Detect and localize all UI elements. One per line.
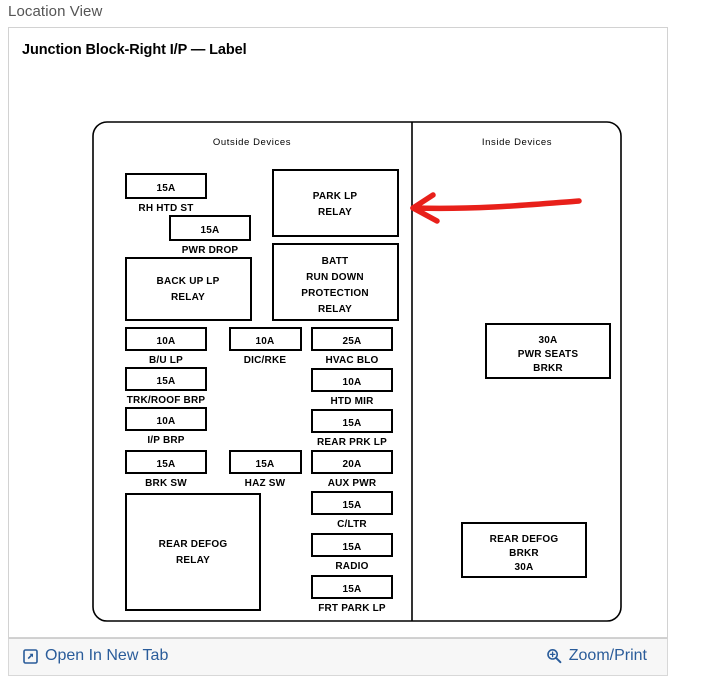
svg-text:10A: 10A	[256, 336, 275, 347]
svg-text:BRK SW: BRK SW	[145, 478, 187, 489]
svg-text:RADIO: RADIO	[335, 561, 368, 572]
svg-text:15A: 15A	[343, 500, 362, 511]
fuse-frt-park-lp: 15A FRT PARK LP	[311, 575, 393, 614]
svg-text:C/LTR: C/LTR	[337, 519, 367, 530]
fuse-htd-mir: 10A HTD MIR	[311, 368, 393, 407]
svg-text:DIC/RKE: DIC/RKE	[244, 355, 287, 366]
fuse-radio: 15A RADIO	[311, 533, 393, 572]
fuse-bu-lp: 10A B/U LP	[125, 327, 207, 366]
svg-text:15A: 15A	[343, 584, 362, 595]
fuse-ip-brp: 10A I/P BRP	[125, 407, 207, 446]
svg-text:I/P BRP: I/P BRP	[147, 435, 184, 446]
svg-text:15A: 15A	[256, 459, 275, 470]
svg-text:15A: 15A	[157, 459, 176, 470]
svg-text:20A: 20A	[343, 459, 362, 470]
svg-text:RELAY: RELAY	[176, 555, 210, 566]
svg-text:PROTECTION: PROTECTION	[301, 288, 369, 299]
svg-text:HTD MIR: HTD MIR	[330, 396, 374, 407]
svg-text:BATT: BATT	[322, 256, 349, 267]
svg-text:REAR PRK LP: REAR PRK LP	[317, 437, 387, 448]
panel-title-outside: Outside Devices	[213, 137, 291, 148]
open-in-new-tab-label: Open In New Tab	[45, 647, 169, 664]
svg-text:BACK UP LP: BACK UP LP	[157, 276, 220, 287]
zoom-print-label: Zoom/Print	[568, 647, 647, 664]
zoom-print-button[interactable]: Zoom/Print	[546, 647, 647, 665]
svg-text:PWR SEATS: PWR SEATS	[518, 349, 579, 360]
svg-text:30A: 30A	[515, 562, 534, 573]
relay-park-lp: PARK LP RELAY	[272, 169, 399, 237]
fuse-aux-pwr: 20A AUX PWR	[311, 450, 393, 489]
svg-text:15A: 15A	[157, 183, 176, 194]
relay-rear-defog: REAR DEFOG RELAY	[125, 493, 261, 611]
svg-text:RELAY: RELAY	[318, 207, 352, 218]
svg-text:REAR DEFOG: REAR DEFOG	[490, 534, 559, 545]
svg-text:BRKR: BRKR	[533, 363, 563, 374]
svg-text:25A: 25A	[343, 336, 362, 347]
fuse-pwr-drop: 15A PWR DROP	[169, 215, 251, 256]
svg-text:BRKR: BRKR	[509, 548, 539, 559]
svg-text:15A: 15A	[343, 418, 362, 429]
relay-batt-run-down-protection: BATT RUN DOWN PROTECTION RELAY	[272, 243, 399, 321]
svg-text:REAR DEFOG: REAR DEFOG	[159, 539, 228, 550]
svg-text:RH HTD ST: RH HTD ST	[138, 203, 193, 214]
panel-title-inside: Inside Devices	[482, 137, 552, 148]
svg-text:PARK LP: PARK LP	[313, 191, 358, 202]
fuse-trk-roof-brp: 15A TRK/ROOF BRP	[125, 367, 207, 406]
svg-text:10A: 10A	[157, 416, 176, 427]
fuse-dic-rke: 10A DIC/RKE	[229, 327, 302, 366]
fuse-rh-htd-st: 15A RH HTD ST	[125, 173, 207, 214]
location-view-heading: Location View	[8, 3, 103, 20]
fuse-hvac-blo: 25A HVAC BLO	[311, 327, 393, 366]
external-link-icon	[23, 648, 38, 664]
svg-text:RELAY: RELAY	[171, 292, 205, 303]
svg-text:RUN DOWN: RUN DOWN	[306, 272, 364, 283]
svg-text:15A: 15A	[157, 376, 176, 387]
breaker-rear-defog: REAR DEFOG BRKR 30A	[461, 522, 587, 578]
svg-text:RELAY: RELAY	[318, 304, 352, 315]
magnifier-plus-icon	[546, 648, 562, 664]
location-view-card: Junction Block-Right I/P — Label Outside…	[8, 27, 668, 638]
page-title: Junction Block-Right I/P — Label	[22, 42, 247, 58]
svg-text:B/U LP: B/U LP	[149, 355, 183, 366]
diagram-outer-frame	[92, 121, 622, 622]
fuse-c-ltr: 15A C/LTR	[311, 491, 393, 530]
svg-text:HVAC BLO: HVAC BLO	[325, 355, 378, 366]
svg-text:15A: 15A	[343, 542, 362, 553]
viewer-footer-bar: Open In New Tab Zoom/Print	[8, 638, 668, 676]
fuse-rear-prk-lp: 15A REAR PRK LP	[311, 409, 393, 448]
red-arrow-annotation	[410, 192, 582, 224]
fuse-brk-sw: 15A BRK SW	[125, 450, 207, 489]
fuse-block-diagram: Outside Devices Inside Devices 15A RH HT…	[9, 28, 669, 639]
svg-text:10A: 10A	[343, 377, 362, 388]
breaker-pwr-seats: 30A PWR SEATS BRKR	[485, 323, 611, 379]
svg-text:15A: 15A	[201, 225, 220, 236]
relay-back-up-lp: BACK UP LP RELAY	[125, 257, 252, 321]
svg-text:HAZ SW: HAZ SW	[245, 478, 286, 489]
svg-text:AUX PWR: AUX PWR	[328, 478, 377, 489]
svg-text:30A: 30A	[539, 335, 558, 346]
svg-text:PWR DROP: PWR DROP	[182, 245, 239, 256]
svg-text:TRK/ROOF BRP: TRK/ROOF BRP	[127, 395, 206, 406]
open-in-new-tab-button[interactable]: Open In New Tab	[23, 647, 168, 665]
svg-text:FRT PARK LP: FRT PARK LP	[318, 603, 386, 614]
svg-text:10A: 10A	[157, 336, 176, 347]
fuse-haz-sw: 15A HAZ SW	[229, 450, 302, 489]
